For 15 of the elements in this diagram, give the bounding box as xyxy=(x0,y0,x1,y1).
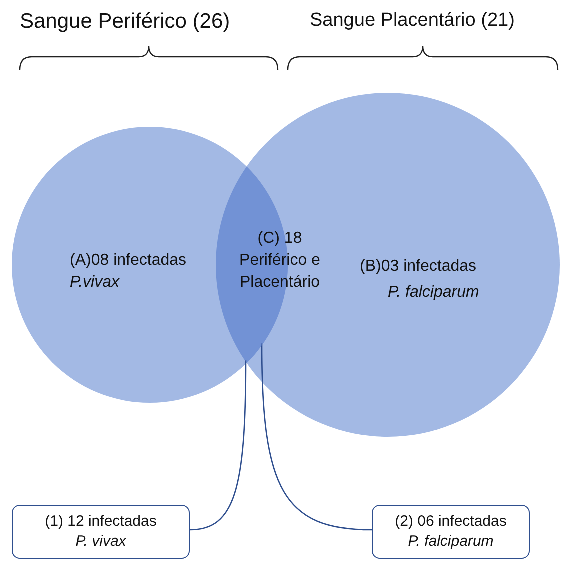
species-name: P. falciparum xyxy=(407,532,495,552)
leader-line xyxy=(261,344,372,531)
set-count-label: (B)03 infectadas xyxy=(360,258,477,276)
intersection-label: (C) 18 Periférico e Placentário xyxy=(238,229,322,293)
species-name: P. vivax xyxy=(74,532,128,552)
callout-box xyxy=(372,505,530,559)
leader-line xyxy=(190,360,247,531)
group-heading: Sangue Placentário (21) xyxy=(310,10,515,32)
species-name: P. falciparum xyxy=(388,284,480,302)
group-heading: Sangue Periférico (26) xyxy=(20,10,230,34)
callout-box xyxy=(12,505,190,559)
set-count-label: (A)08 infectadas xyxy=(70,252,187,270)
species-name: P.vivax xyxy=(70,274,120,292)
callout-count: (2) 06 infectadas xyxy=(394,512,508,532)
callout-count: (1) 12 infectadas xyxy=(44,512,158,532)
